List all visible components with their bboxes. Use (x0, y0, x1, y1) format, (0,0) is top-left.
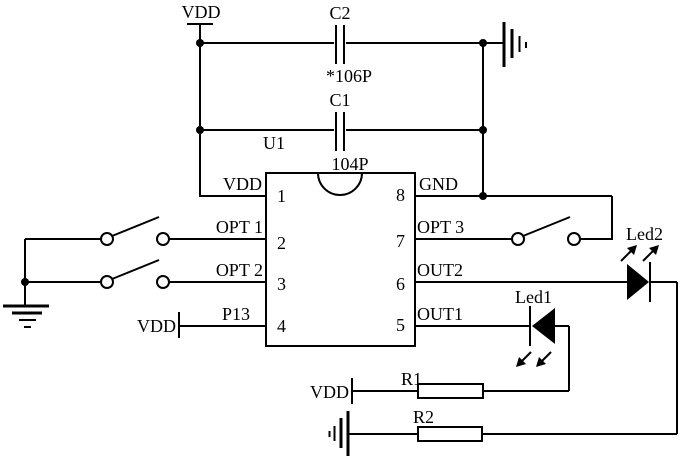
ground-symbol-top-right (483, 22, 527, 67)
ic-pin8-name: GND (419, 174, 458, 194)
r2-body (417, 426, 483, 442)
led2-ref-label: Led2 (626, 224, 663, 244)
ic-pin7-name: OPT 3 (417, 217, 464, 237)
junction-dot (479, 126, 487, 134)
led1-arrow1-head (516, 357, 526, 367)
switch-opt3-contact-left (511, 232, 525, 246)
switch-opt3-lever (522, 216, 571, 237)
led2: Led2 (415, 224, 677, 302)
led1-ref-label: Led1 (515, 287, 552, 307)
capacitor-c1: C1 104P (200, 90, 483, 174)
switch-opt2-lever (111, 259, 160, 280)
led2-arrow2-head (649, 245, 659, 255)
c2-ref-label: C2 (329, 3, 350, 23)
ic-pin3-name: OPT 2 (216, 260, 263, 280)
c1-ref-label: C1 (329, 90, 350, 110)
junction-dot (21, 278, 29, 286)
ic-pin3-number: 3 (277, 274, 286, 294)
switch-opt2-contact-right (156, 275, 170, 289)
ic-pin8-number: 8 (396, 185, 405, 205)
vdd-symbol-top: VDD (182, 2, 221, 196)
ic-pin5-number: 5 (396, 315, 405, 335)
vdd-top-label: VDD (182, 2, 221, 22)
led2-triangle (627, 264, 649, 300)
r1-body (417, 383, 484, 399)
resistor-r2: R2 (328, 407, 677, 456)
c2-value-label: *106P (326, 66, 372, 86)
c1-value-label: 104P (331, 154, 368, 174)
led1-arrow1-shaft (520, 351, 532, 363)
led1: Led1 (415, 287, 569, 367)
ground-symbol-bottom-left (3, 239, 49, 328)
ground-symbol-r2 (328, 411, 350, 456)
ic-pin4-name: P13 (222, 304, 250, 324)
ic-pin7-number: 7 (396, 231, 405, 251)
junction-dot (196, 126, 204, 134)
led1-emission-arrows (516, 351, 552, 367)
ic-notch (317, 172, 363, 196)
switch-opt3-contact-right (567, 232, 581, 246)
ic-pin5-name: OUT1 (417, 304, 463, 324)
ic-body (265, 172, 416, 347)
switch-opt1-contact-right (156, 232, 170, 246)
switch-opt3 (415, 216, 613, 246)
vdd-r1-label: VDD (310, 382, 349, 402)
capacitor-c2: C2 *106P (200, 3, 503, 86)
resistor-r1: VDD R1 (310, 369, 569, 404)
switch-opt1-lever (111, 216, 160, 237)
ic-pin1-number: 1 (277, 186, 286, 206)
junction-dots (21, 39, 487, 286)
gnd-net (415, 195, 613, 239)
ic-u1: U1 1 2 3 4 8 7 6 5 VDD OPT 1 OPT 2 P13 G… (216, 133, 464, 347)
ic-pin4-number: 4 (277, 316, 286, 336)
led2-arrow2-shaft (642, 249, 655, 262)
ic-ref-label: U1 (263, 133, 285, 153)
junction-dot (479, 39, 487, 47)
junction-dot (479, 192, 487, 200)
junction-dot (196, 39, 204, 47)
led2-emission-arrows (620, 245, 659, 262)
ic-pin6-name: OUT2 (417, 260, 463, 280)
switch-opt1-contact-left (100, 232, 114, 246)
switch-opt2 (25, 259, 266, 289)
ic-pin6-number: 6 (396, 274, 405, 294)
r1-ref-label: R1 (401, 369, 422, 389)
vdd-symbol-p13: VDD (137, 312, 266, 338)
led2-arrow1-shaft (620, 249, 633, 262)
led1-arrow2-head (536, 357, 546, 367)
led1-arrow2-shaft (540, 351, 552, 363)
switch-opt1 (25, 216, 266, 246)
ic-pin2-name: OPT 1 (216, 217, 263, 237)
r2-ref-label: R2 (413, 407, 434, 427)
ic-pin2-number: 2 (277, 233, 286, 253)
ic-pin1-name: VDD (223, 174, 262, 194)
vdd-p13-label: VDD (137, 316, 176, 336)
led1-triangle (532, 308, 555, 344)
switch-opt2-contact-left (100, 275, 114, 289)
led2-arrow1-head (627, 245, 637, 255)
